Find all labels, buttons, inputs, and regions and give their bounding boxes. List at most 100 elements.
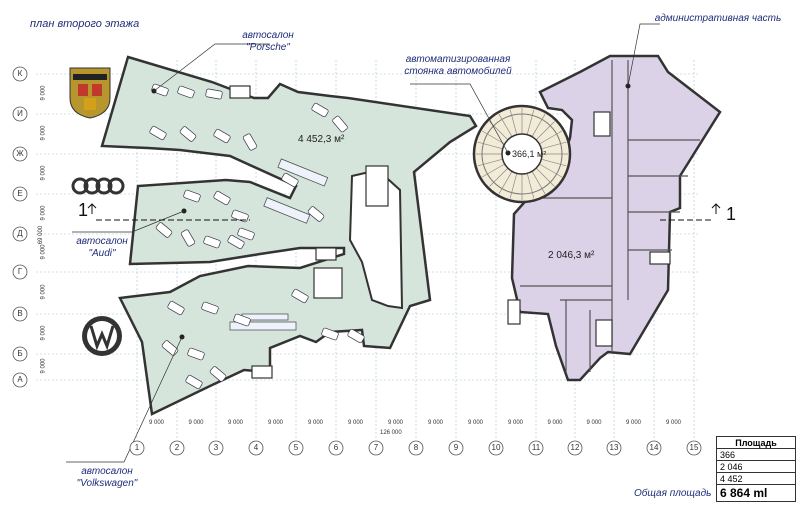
ramp-spoke [481, 163, 505, 178]
ramp-spoke [539, 163, 563, 178]
label-volkswagen: автосалон"Volkswagen" [76, 466, 138, 489]
row-axis-label: И [17, 109, 23, 118]
column-dimension: 9 000 [508, 420, 524, 426]
column-axis-circle [448, 440, 464, 456]
area-table: Площадь 366 2 046 4 452 6 864 ml [716, 436, 796, 502]
car-icon [179, 126, 197, 142]
leader-lines [66, 23, 660, 463]
row-axis-label: Ж [16, 149, 24, 158]
car-icon [187, 347, 205, 361]
label-admin: административная часть [654, 13, 782, 24]
ramp-spoke [541, 158, 567, 167]
area-admin: 2 046,3 м² [548, 250, 595, 261]
parking-rotunda [472, 104, 572, 204]
car-icon [203, 235, 221, 249]
row-axis-circle [12, 106, 28, 122]
row-axis-markers [12, 66, 28, 388]
column-axis-label: 8 [413, 443, 419, 452]
column-dimension: 9 000 [626, 420, 642, 426]
column-axis-label: 11 [531, 443, 541, 452]
column-axis-label: 2 [174, 443, 180, 452]
car-icon [180, 229, 196, 247]
row-axis-label: Д [17, 229, 23, 238]
column-axis-label: 14 [649, 443, 659, 452]
car-icon [233, 313, 251, 327]
area-table-row: 2 046 [716, 460, 796, 473]
row-axis-circle [12, 226, 28, 242]
column-dimension: 9 000 [468, 420, 484, 426]
row-dimension: 9 000 [40, 325, 47, 341]
car-icon [149, 125, 167, 141]
ramp-spoke [509, 109, 518, 135]
ramp-spoke [509, 173, 518, 199]
column-dimension: 9 000 [547, 420, 563, 426]
area-table-header: Площадь [716, 436, 796, 449]
column-axis-label: 15 [689, 443, 699, 452]
label-audi: автосалон"Audi" [76, 236, 128, 259]
porsche-logo [69, 67, 111, 119]
column-axis-circle [248, 440, 264, 456]
car-icon [151, 83, 169, 97]
ramp-spoke [477, 141, 503, 150]
column-dimension: 9 000 [308, 420, 324, 426]
row-axis-label: А [17, 375, 23, 384]
row-dimension: 9 000 [40, 205, 47, 221]
row-axis-circle [12, 372, 28, 388]
total-area-label: Общая площадь [634, 488, 712, 499]
stairwells [229, 85, 671, 379]
column-axis-circle [646, 440, 662, 456]
volkswagen-logo [82, 316, 122, 356]
car-icon [209, 366, 227, 382]
column-dimension: 9 000 [228, 420, 244, 426]
ramp-spoke [526, 109, 535, 135]
column-axis-label: 6 [333, 443, 339, 452]
column-axis-circle [686, 440, 702, 456]
audi-logo [71, 177, 125, 195]
car-icon [237, 227, 255, 241]
column-axis-label: 12 [570, 443, 580, 452]
row-dimension: 9 000 [40, 284, 47, 300]
car-icons [149, 83, 365, 390]
label-porsche: автосалон"Porsche" [242, 30, 294, 53]
ramp-spoke [539, 130, 563, 145]
escalators [229, 158, 329, 331]
area-table-row: 4 452 [716, 472, 796, 485]
car-icon [177, 85, 195, 99]
row-axis-label: В [17, 309, 23, 318]
row-dimension: 9 000 [40, 244, 47, 260]
column-axis-label: 4 [253, 443, 259, 452]
column-dimension: 9 000 [348, 420, 364, 426]
column-axis-label: 13 [609, 443, 619, 452]
ramp-spoke [541, 141, 567, 150]
column-axis-circle [567, 440, 583, 456]
ramp-spoke [498, 113, 513, 137]
column-axis-label: 1 [134, 443, 140, 452]
car-icon [161, 340, 179, 356]
column-axis-markers [129, 440, 702, 456]
car-icon [347, 328, 365, 344]
area-parking: 366,1 м² [512, 149, 547, 159]
column-dimension: 9 000 [268, 420, 284, 426]
car-icon [167, 300, 185, 316]
ramp-spoke [489, 167, 509, 187]
section-mark-right: 1 [726, 204, 737, 224]
car-icon [213, 128, 231, 144]
ramp-spoke [498, 171, 513, 195]
car-icon [291, 288, 309, 304]
area-table-row: 366 [716, 448, 796, 461]
section-arrows [87, 203, 721, 221]
column-axis-label: 3 [213, 443, 219, 452]
row-axis-circle [12, 146, 28, 162]
row-axis-circle [12, 66, 28, 82]
area-table-total: 6 864 ml [716, 484, 796, 502]
admin-area [510, 54, 722, 382]
ramp-spoke [477, 158, 503, 167]
dimension-total-x: 126 000 [380, 430, 402, 436]
showroom-area [100, 55, 478, 416]
row-axis-label: Г [17, 267, 23, 276]
column-dimension: 9 000 [666, 420, 682, 426]
column-axis-circle [528, 440, 544, 456]
column-axis-circle [208, 440, 224, 456]
